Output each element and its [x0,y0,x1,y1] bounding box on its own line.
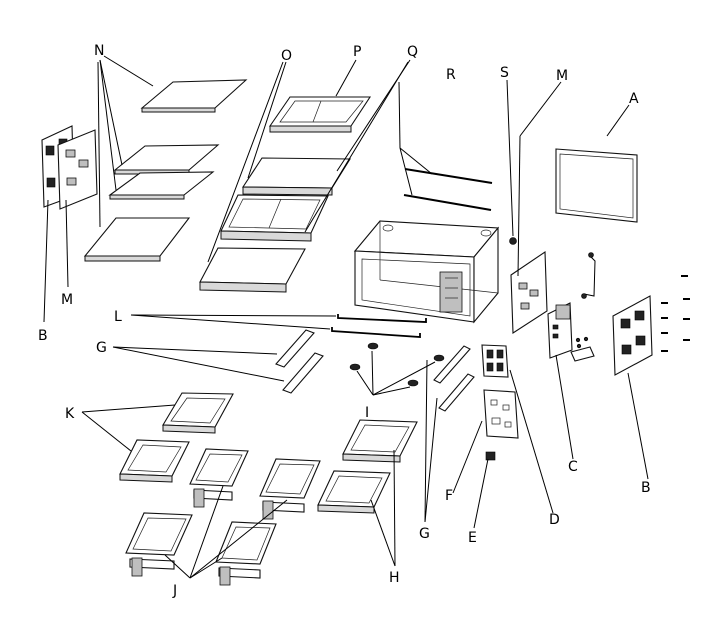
label-r: R [446,67,456,83]
label-m-left: M [61,292,73,308]
part-o-tray-lower [199,247,306,293]
part-k-trays [119,392,234,483]
label-e: E [468,530,477,546]
part-c-control-assembly [547,252,596,362]
label-f: F [445,488,453,504]
label-b-right: B [641,480,651,496]
label-h: H [389,570,400,586]
label-c: C [568,459,578,475]
part-d-control-board [481,344,509,378]
label-k: K [65,406,75,422]
callout-labels: N O P Q R S M A B M L G I K G D C B F E … [38,43,651,599]
part-r-rods [403,168,493,211]
label-g-left: G [96,340,107,356]
part-m-panel-right [510,250,548,334]
part-n-shelves [83,79,248,262]
leader-lines [43,55,649,579]
part-screws [661,275,690,352]
part-f-circuit-board [483,389,519,439]
part-j-pans [125,448,321,586]
label-i: I [365,405,369,421]
part-g-brackets-left [275,329,324,394]
label-m-right: M [556,68,568,84]
label-b-left: B [38,328,48,344]
part-e-connector [485,451,496,461]
part-q-rack [220,194,329,242]
part-h-trays [317,419,418,514]
label-o: O [281,48,292,64]
label-p: P [353,44,361,60]
part-p-rack [268,96,372,133]
part-s-knob [509,237,517,245]
label-s: S [500,65,509,81]
part-m-panel-left [57,129,98,210]
label-d: D [549,512,560,528]
label-j: J [172,583,177,599]
label-l: L [114,309,122,325]
label-a: A [629,91,639,107]
part-cabinet-frame [353,220,500,324]
label-q: Q [407,44,418,60]
part-g-brackets-right [433,345,475,412]
label-g-right: G [419,526,430,542]
part-l-rails [331,314,427,338]
label-n: N [94,43,104,59]
part-o-tray-upper [241,157,351,196]
part-b-vent-panel-right [612,295,653,376]
part-i-feet [349,342,445,387]
part-a-door-panel [555,148,638,223]
